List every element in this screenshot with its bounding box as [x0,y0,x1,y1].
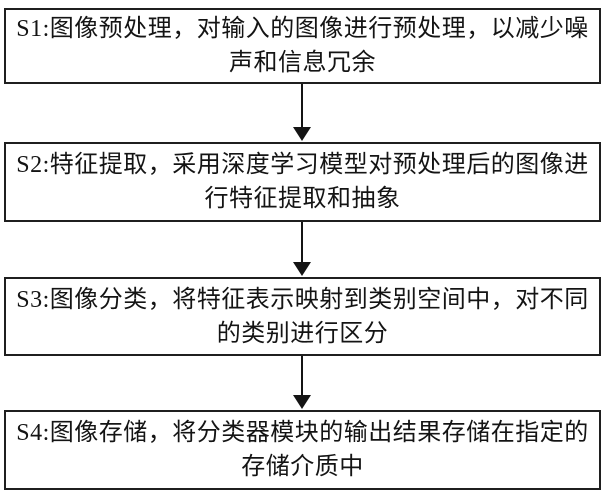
arrow-shaft [301,222,303,263]
flow-step-s1-label: S1:图像预处理，对输入的图像进行预处理，以减少噪声和信息冗余 [16,16,589,76]
flow-step-s3-label: S3:图像分类，将特征表示映射到类别空间中，对不同的类别进行区分 [16,286,589,347]
arrow-shaft [301,356,303,396]
arrow-shaft [301,84,303,128]
flow-step-s4-image-storage: S4:图像存储，将分类器模块的输出结果存储在指定的存储介质中 [4,410,601,490]
arrow-s3-to-s4 [293,356,311,409]
arrow-s2-to-s3 [293,222,311,276]
flow-step-s4-label: S4:图像存储，将分类器模块的输出结果存储在指定的存储介质中 [16,420,589,480]
arrow-s1-to-s2 [293,84,311,141]
flow-step-s1-image-preprocessing: S1:图像预处理，对输入的图像进行预处理，以减少噪声和信息冗余 [4,8,601,84]
flow-step-s3-image-classification: S3:图像分类，将特征表示映射到类别空间中，对不同的类别进行区分 [4,277,601,356]
arrow-down-icon [293,395,311,409]
flow-step-s2-feature-extraction: S2:特征提取，采用深度学习模型对预处理后的图像进行特征提取和抽象 [4,142,601,222]
arrow-down-icon [293,127,311,141]
flow-step-s2-label: S2:特征提取，采用深度学习模型对预处理后的图像进行特征提取和抽象 [16,152,589,212]
arrow-down-icon [293,262,311,276]
